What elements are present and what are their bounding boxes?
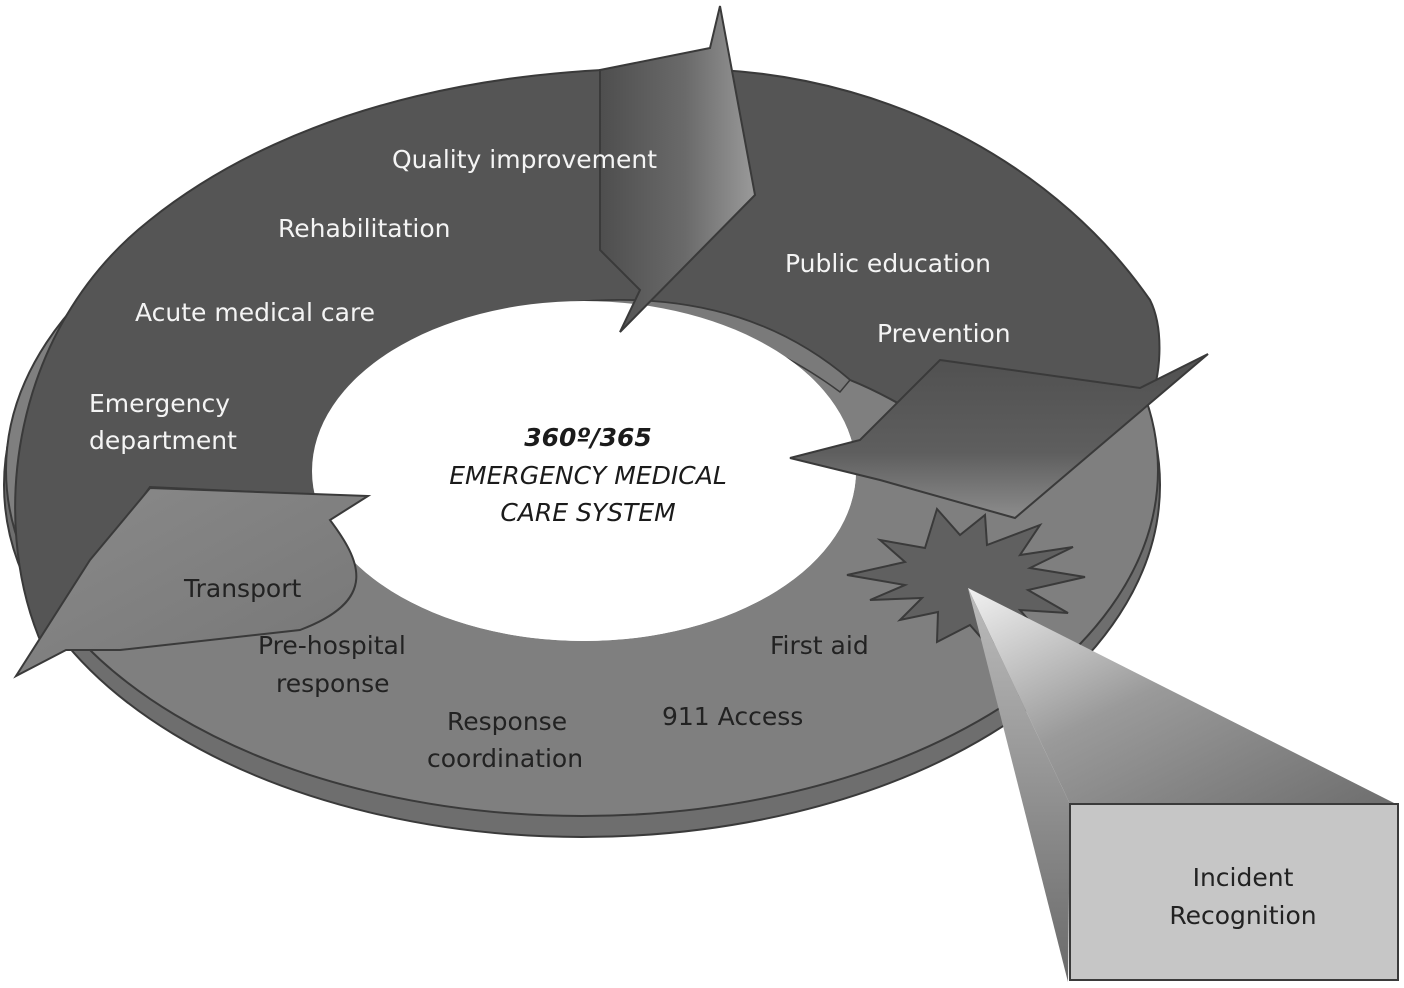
center-title-line2: EMERGENCY MEDICAL — [449, 461, 727, 490]
label-rehabilitation: Rehabilitation — [278, 214, 451, 243]
arrow-bottom-left — [13, 486, 372, 679]
arrow-top — [599, 5, 757, 333]
incident-recognition-box — [1069, 803, 1399, 981]
label-response-coordination-line1: Response — [447, 707, 567, 736]
label-transport: Transport — [183, 574, 302, 603]
label-911-access: 911 Access — [662, 702, 803, 731]
label-emergency-department-line1: Emergency — [89, 389, 230, 418]
center-title-line3: CARE SYSTEM — [500, 498, 675, 527]
label-emergency-department-line2: department — [89, 426, 237, 455]
label-pre-hospital-response-line2: response — [276, 669, 390, 698]
label-prevention: Prevention — [877, 319, 1011, 348]
label-response-coordination-line2: coordination — [427, 744, 583, 773]
label-first-aid: First aid — [770, 631, 869, 660]
label-quality-improvement: Quality improvement — [392, 145, 657, 174]
center-hole — [312, 301, 856, 641]
center-title-line1: 360º/365 — [524, 423, 652, 452]
arrow-right — [789, 353, 1209, 520]
callout-line2: Recognition — [1169, 901, 1316, 930]
callout-beam-side — [968, 588, 1070, 982]
callout-beam-top — [968, 588, 1396, 804]
label-public-education: Public education — [785, 249, 991, 278]
callout-line1: Incident — [1193, 863, 1294, 892]
label-acute-medical-care: Acute medical care — [135, 298, 375, 327]
label-pre-hospital-response-line1: Pre-hospital — [258, 631, 406, 660]
